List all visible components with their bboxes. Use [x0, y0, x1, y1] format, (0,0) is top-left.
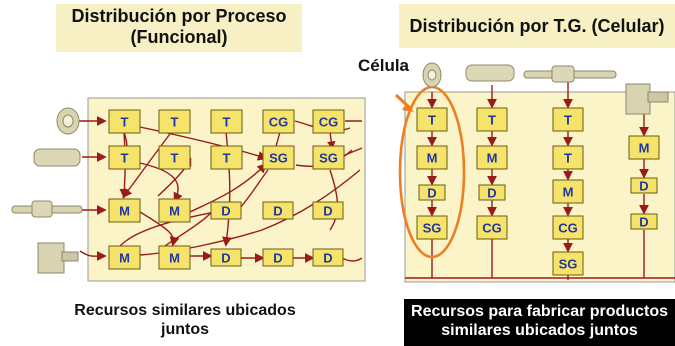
right-machine-cg-label: CG [482, 221, 502, 236]
right-title: Distribución por T.G. (Celular) [399, 4, 675, 48]
left-machine-d: D [210, 248, 242, 267]
right-machine-t: T [552, 107, 584, 132]
right-machine-t: T [416, 107, 448, 132]
right-machine-m: M [552, 179, 584, 204]
right-machine-t-label: T [428, 113, 436, 128]
right-machine-sg-label: SG [423, 221, 442, 236]
left-machine-t-label: T [121, 115, 129, 130]
right-machine-m-label: M [563, 185, 574, 200]
left-machine-sg: SG [312, 145, 345, 170]
right-machine-t: T [552, 145, 584, 170]
right-machine-cg: CG [476, 215, 508, 240]
right-machine-d-label: D [639, 179, 648, 194]
right-machine-d-label: D [427, 186, 436, 201]
left-machine-cg-label: CG [269, 115, 289, 130]
left-machine-cg: CG [262, 109, 295, 134]
right-machine-t-label: T [564, 113, 572, 128]
right-machine-d: D [630, 213, 658, 230]
left-machine-sg-label: SG [269, 151, 288, 166]
left-machine-t: T [158, 109, 191, 134]
right-machine-m-label: M [427, 151, 438, 166]
left-machine-t: T [108, 109, 141, 134]
right-machine-t: T [476, 107, 508, 132]
right-machine-t-label: T [564, 151, 572, 166]
cell-label: Célula [358, 56, 410, 75]
right-part-cylinder-icon [465, 64, 515, 82]
right-machine-d: D [418, 184, 446, 201]
left-machine-grid: T T T CG CG T T T SG SG M M D D D M M D D D [108, 109, 345, 270]
right-machine-d-label: D [487, 186, 496, 201]
left-machine-m-label: M [119, 204, 130, 219]
right-machine-columns: T M D SG T M D CG T T M CG SG M D D [416, 107, 660, 276]
right-part-shaft-icon [523, 65, 617, 83]
left-machine-d: D [262, 201, 294, 220]
left-machine-d-label: D [221, 251, 230, 266]
right-panel [404, 91, 675, 283]
left-caption-line1: Recursos similares ubicados [74, 302, 296, 319]
right-machine-d: D [478, 184, 506, 201]
left-machine-d-label: D [323, 204, 332, 219]
left-machine-d-label: D [273, 204, 282, 219]
left-part-block-icon [37, 242, 79, 274]
right-machine-m: M [628, 135, 660, 160]
right-machine-cg: CG [552, 215, 584, 240]
left-machine-m: M [108, 198, 141, 223]
right-machine-sg: SG [416, 215, 448, 240]
left-machine-sg-label: SG [319, 151, 338, 166]
left-machine-t: T [210, 145, 243, 170]
left-machine-t-label: T [223, 115, 231, 130]
left-machine-m-label: M [169, 204, 180, 219]
cell-pointer-arrowhead-icon [402, 104, 414, 112]
left-machine-t-label: T [171, 115, 179, 130]
right-machine-m-label: M [487, 151, 498, 166]
right-caption-line1: Recursos para fabricar productos [411, 303, 668, 320]
left-title-line1: Distribución por Proceso [71, 6, 287, 26]
right-machine-m: M [416, 145, 448, 170]
right-part-block-icon [625, 83, 669, 115]
left-machine-d: D [210, 201, 242, 220]
left-machine-t-label: T [223, 151, 231, 166]
left-caption-line2: juntos [161, 321, 209, 338]
left-machine-cg-label: CG [319, 115, 339, 130]
left-machine-m: M [158, 198, 191, 223]
left-machine-sg: SG [262, 145, 295, 170]
right-machine-t-label: T [488, 113, 496, 128]
left-machine-d-label: D [221, 204, 230, 219]
left-part-cylinder-icon [33, 148, 81, 167]
left-machine-d-label: D [273, 251, 282, 266]
left-machine-d-label: D [323, 251, 332, 266]
left-machine-t-label: T [121, 151, 129, 166]
left-part-shaft-icon [11, 200, 83, 218]
left-machine-m-label: M [119, 251, 130, 266]
left-machine-m-label: M [169, 251, 180, 266]
left-machine-m: M [158, 245, 191, 270]
left-machine-d: D [262, 248, 294, 267]
right-caption-line2: similares ubicados juntos [441, 322, 638, 339]
left-title: Distribución por Proceso (Funcional) [56, 4, 302, 52]
left-machine-m: M [108, 245, 141, 270]
right-machine-d-label: D [639, 215, 648, 230]
left-part-ring-icon [56, 107, 80, 135]
left-title-line2: (Funcional) [130, 27, 228, 47]
left-machine-d: D [312, 201, 344, 220]
right-machine-cg-label: CG [558, 221, 578, 236]
left-machine-t: T [210, 109, 243, 134]
right-flow-paths [405, 82, 675, 280]
right-machine-d: D [630, 177, 658, 194]
left-caption: Recursos similares ubicados juntos [40, 301, 330, 339]
left-machine-t-label: T [171, 151, 179, 166]
right-machine-sg-label: SG [559, 257, 578, 272]
right-machine-sg: SG [552, 251, 584, 276]
left-machine-t: T [108, 145, 141, 170]
right-part-ring-icon [422, 62, 442, 88]
left-machine-d: D [312, 248, 344, 267]
right-machine-m-label: M [639, 141, 650, 156]
left-machine-cg: CG [312, 109, 345, 134]
right-caption: Recursos para fabricar productos similar… [404, 299, 675, 346]
left-machine-t: T [158, 145, 191, 170]
right-machine-m: M [476, 145, 508, 170]
